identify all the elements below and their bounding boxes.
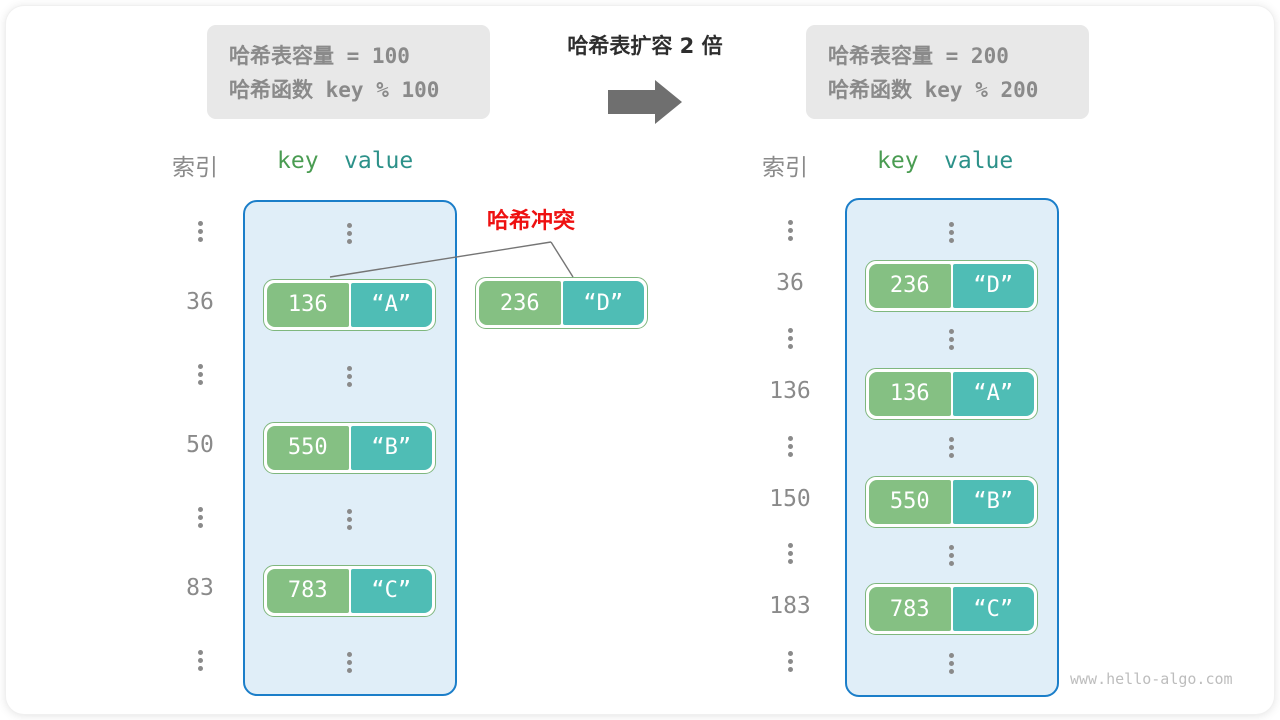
entry-key: 783 <box>869 587 951 632</box>
vertical-ellipsis-icon <box>197 363 203 386</box>
vertical-ellipsis-icon <box>787 650 793 673</box>
expand-title: 哈希表扩容 2 倍 <box>567 34 723 58</box>
index-label-83: 83 <box>186 574 214 601</box>
entry-value: “C” <box>350 568 432 613</box>
entry-value: “B” <box>350 425 432 470</box>
colliding-entry-value: “D” <box>562 281 644 325</box>
left-header-index: 索引 <box>172 155 218 181</box>
vertical-ellipsis-icon <box>347 222 352 245</box>
capacity-line-before: 哈希表容量 = 100 <box>229 44 410 68</box>
index-ellipsis <box>745 219 835 247</box>
vertical-ellipsis-icon <box>949 544 954 567</box>
entry-cell[interactable]: 783“C” <box>263 564 436 617</box>
vertical-ellipsis-icon <box>197 649 203 672</box>
hash-table-before: 136“A” 550“B” 783“C” <box>243 200 457 696</box>
right-header-key: key <box>877 148 919 174</box>
entry-cell[interactable]: 136“A” <box>263 278 436 331</box>
index-ellipsis <box>155 649 245 677</box>
index-ellipsis <box>155 220 245 248</box>
vertical-ellipsis-icon <box>949 221 954 244</box>
hash-table-after: 236“D” 136“A” 550“B” 783“C” <box>845 198 1059 697</box>
right-header-value: value <box>944 148 1014 174</box>
index-ellipsis <box>745 542 835 570</box>
vertical-ellipsis-icon <box>949 652 954 675</box>
entry-value: “B” <box>952 479 1034 524</box>
index-label-36: 36 <box>186 288 214 315</box>
entry-key: 136 <box>869 371 951 416</box>
entry-key: 236 <box>869 263 951 308</box>
index-ellipsis <box>155 363 245 391</box>
entry-cell[interactable]: 236“D” <box>865 259 1038 312</box>
bucket-ellipsis <box>263 363 436 389</box>
vertical-ellipsis-icon <box>197 506 203 529</box>
vertical-ellipsis-icon <box>949 328 954 351</box>
entry-value: “D” <box>952 263 1034 308</box>
bucket-ellipsis <box>263 506 436 532</box>
entry-cell[interactable]: 783“C” <box>865 583 1038 636</box>
watermark: www.hello-algo.com <box>1070 670 1233 688</box>
entry-key: 136 <box>267 282 349 327</box>
hash-config-box-after: 哈希表容量 = 200 哈希函数 key % 200 <box>806 25 1089 119</box>
bucket-ellipsis <box>865 435 1038 461</box>
vertical-ellipsis-icon <box>787 327 793 350</box>
index-ellipsis <box>745 327 835 355</box>
entry-cell[interactable]: 550“B” <box>865 475 1038 528</box>
vertical-ellipsis-icon <box>347 365 352 388</box>
colliding-entry-cell[interactable]: 236 “D” <box>475 277 648 329</box>
entry-key: 550 <box>869 479 951 524</box>
right-arrow-icon <box>525 76 765 128</box>
entry-value: “A” <box>350 282 432 327</box>
entry-cell[interactable]: 136“A” <box>865 367 1038 420</box>
index-label-136: 136 <box>769 377 811 404</box>
capacity-line-after: 哈希表容量 = 200 <box>828 44 1009 68</box>
bucket-ellipsis <box>263 220 436 246</box>
vertical-ellipsis-icon <box>787 542 793 565</box>
index-ellipsis <box>155 506 245 534</box>
index-ellipsis <box>745 650 835 678</box>
vertical-ellipsis-icon <box>197 220 203 243</box>
vertical-ellipsis-icon <box>949 436 954 459</box>
bucket-ellipsis <box>865 219 1038 245</box>
index-label-183: 183 <box>769 593 811 620</box>
hash-function-line-after: 哈希函数 key % 200 <box>828 78 1039 102</box>
vertical-ellipsis-icon <box>787 435 793 458</box>
vertical-ellipsis-icon <box>787 219 793 242</box>
vertical-ellipsis-icon <box>347 651 352 674</box>
entry-value: “A” <box>952 371 1034 416</box>
index-label-50: 50 <box>186 431 214 458</box>
hash-config-box-before: 哈希表容量 = 100 哈希函数 key % 100 <box>207 25 490 119</box>
left-header-key: key <box>277 148 319 174</box>
index-label-150: 150 <box>769 485 811 512</box>
left-header-value: value <box>344 148 414 174</box>
bucket-ellipsis <box>263 649 436 675</box>
page-frame <box>6 6 1274 714</box>
bucket-ellipsis <box>865 542 1038 568</box>
entry-key: 783 <box>267 568 349 613</box>
colliding-entry-key: 236 <box>479 281 561 325</box>
entry-key: 550 <box>267 425 349 470</box>
collision-label: 哈希冲突 <box>487 209 576 234</box>
bucket-ellipsis <box>865 327 1038 353</box>
hash-function-line-before: 哈希函数 key % 100 <box>229 78 440 102</box>
entry-value: “C” <box>952 587 1034 632</box>
entry-cell[interactable]: 550“B” <box>263 421 436 474</box>
bucket-ellipsis <box>865 650 1038 676</box>
index-label-36: 36 <box>776 269 804 296</box>
right-header-index: 索引 <box>762 155 808 181</box>
vertical-ellipsis-icon <box>347 508 352 531</box>
index-ellipsis <box>745 435 835 463</box>
